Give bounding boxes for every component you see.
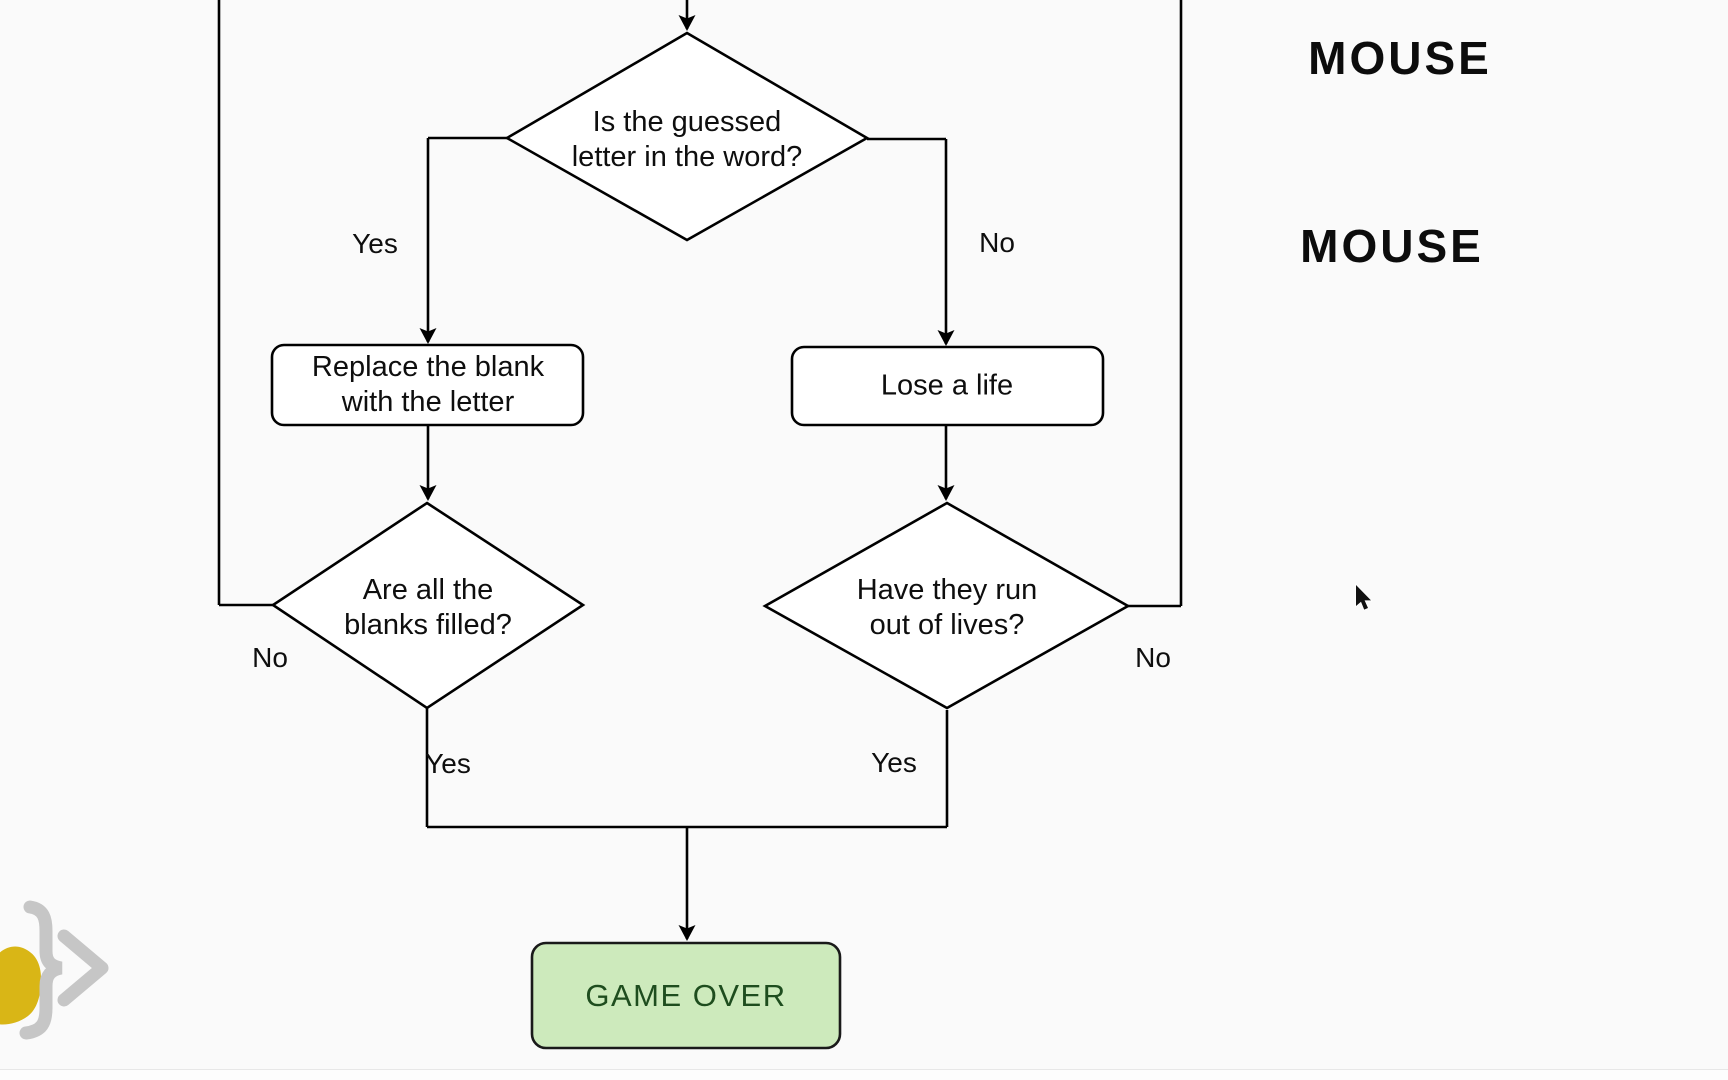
decision-out-of-lives-label: Have they run out of lives?	[857, 573, 1038, 643]
decision-blanks-filled-label: Are all the blanks filled?	[344, 573, 512, 643]
logo-fragment	[0, 900, 109, 1040]
decision-guessed-letter-shape	[504, 31, 870, 242]
decision-guessed-letter-line2: letter in the word?	[571, 141, 803, 173]
process-lose-life-label: Lose a life	[880, 369, 1014, 402]
process-replace-blank-label: Replace the blank with the letter	[312, 350, 544, 420]
edge-label-guessed-yes: Yes	[352, 228, 398, 259]
brand-text-mouse-top: MOUSE	[1308, 32, 1492, 84]
arrowhead-into-lose	[937, 330, 955, 346]
decision-blanks-filled-shape	[270, 501, 586, 710]
arrowhead-into-guessed	[678, 15, 696, 31]
arrowhead-into-lives	[937, 485, 955, 501]
logo-yellow-blob	[0, 946, 41, 1025]
process-replace-blank-line2: with the letter	[341, 386, 515, 418]
arrowhead-into-gameover	[678, 925, 696, 941]
terminal-game-over-label: GAME OVER	[585, 978, 787, 1013]
decision-out-of-lives-shape	[762, 501, 1131, 710]
process-replace-blank-line1: Replace the blank	[311, 351, 545, 383]
edge-label-guessed-no: No	[979, 227, 1015, 258]
decision-guessed-letter-label: Is the guessed letter in the word?	[572, 105, 803, 175]
process-lose-life-shape	[790, 345, 1105, 427]
edge-label-lives-no: No	[1135, 642, 1171, 673]
decision-out-of-lives-line1: Have they run	[856, 574, 1038, 606]
edge-label-blanks-no: No	[252, 642, 288, 673]
flowchart-connectors	[217, 0, 1183, 939]
decision-guessed-letter-line1: Is the guessed	[592, 106, 782, 138]
logo-brace-icon	[19, 900, 63, 1040]
process-replace-blank-shape	[270, 343, 585, 427]
frame-bottom-edge	[0, 1069, 1728, 1070]
decision-blanks-filled-line2: blanks filled?	[344, 609, 512, 641]
mouse-cursor-icon	[1355, 583, 1373, 611]
frame-bottom-strip	[0, 1070, 1728, 1080]
terminal-game-over-shape	[530, 941, 842, 1050]
flowchart-nodes	[270, 31, 1131, 1050]
edge-label-lives-yes: Yes	[871, 747, 917, 778]
decision-blanks-filled-line1: Are all the	[362, 574, 494, 606]
arrowhead-into-blanks	[419, 485, 437, 501]
arrowhead-into-replace	[419, 328, 437, 344]
decision-out-of-lives-line2: out of lives?	[869, 609, 1025, 641]
logo-chevron-icon	[57, 929, 109, 1007]
edge-label-blanks-yes: Yes	[425, 748, 471, 779]
brand-text-mouse-bottom: MOUSE	[1300, 220, 1484, 272]
arrowheads	[419, 15, 955, 941]
